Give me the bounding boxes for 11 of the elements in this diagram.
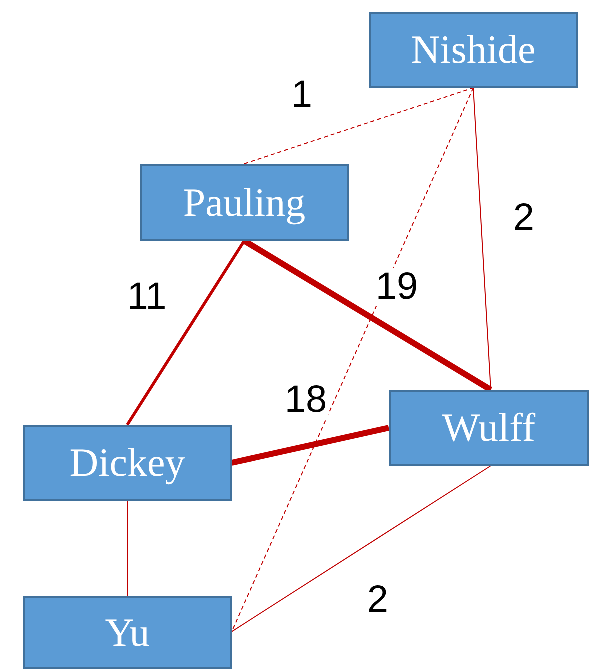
connector-line bbox=[473, 88, 492, 390]
name-box: Pauling bbox=[140, 164, 349, 241]
connector-line bbox=[231, 425, 390, 466]
connector-line bbox=[232, 466, 492, 632]
name-box: Nishide bbox=[369, 12, 578, 88]
connector-line bbox=[126, 240, 246, 426]
name-box: Wulff bbox=[389, 390, 589, 466]
name-box: Dickey bbox=[23, 425, 232, 501]
name-box: Yu bbox=[23, 596, 232, 669]
connector-line bbox=[244, 88, 474, 164]
connector-line bbox=[127, 500, 128, 596]
